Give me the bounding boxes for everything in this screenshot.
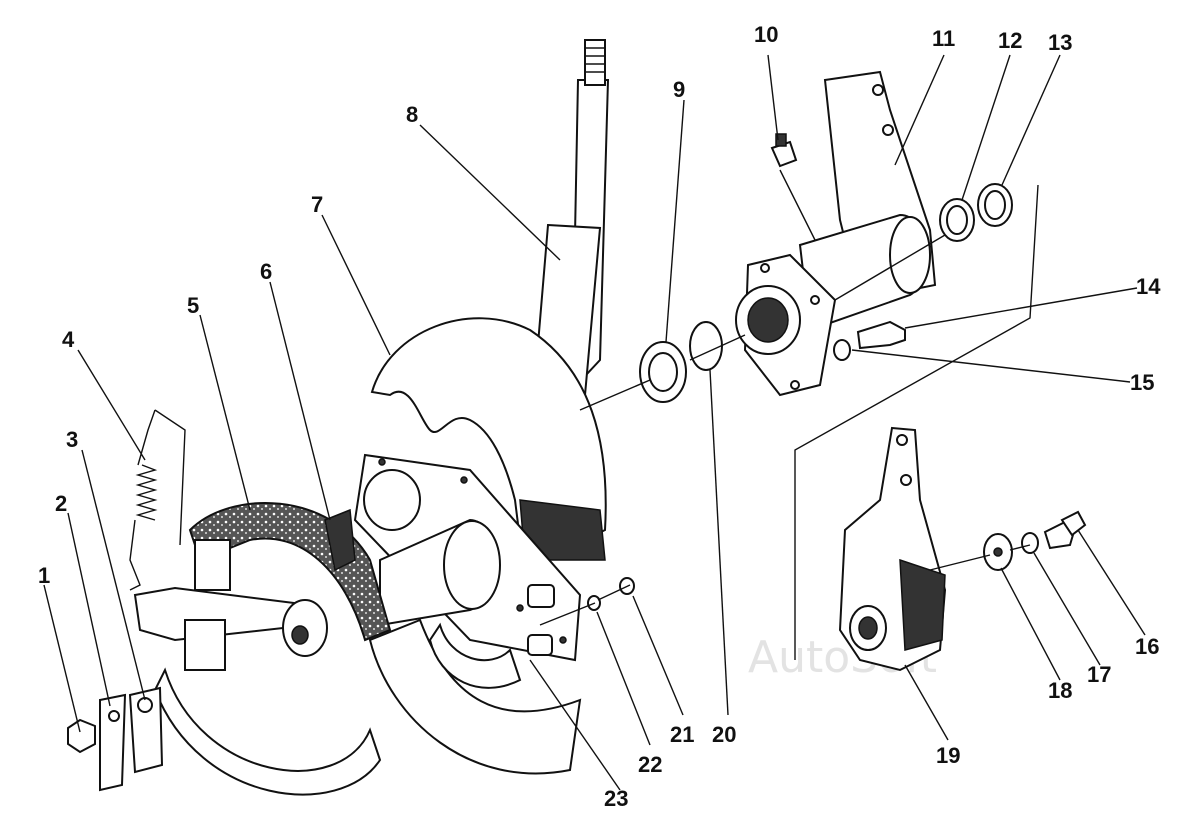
label-17: 17 [1087,662,1111,687]
part-14-bolt [856,320,906,350]
label-13: 13 [1048,30,1072,55]
label-4: 4 [62,327,75,352]
leader-lines [43,54,1146,791]
part-15-washer [833,339,851,361]
label-9: 9 [673,77,685,102]
part-2-plate [99,693,127,792]
label-16: 16 [1135,634,1159,659]
label-12: 12 [998,28,1022,53]
part-20-ring [689,321,723,371]
part-4-spring [129,409,186,591]
part-19-slack-adjuster [838,426,947,672]
part-11-bracket [735,70,937,397]
label-7: 7 [311,192,323,217]
label-8: 8 [406,102,418,127]
label-1: 1 [38,563,50,588]
label-19: 19 [936,743,960,768]
label-15: 15 [1130,370,1154,395]
part-1-nut [67,718,96,754]
part-6-backing-plate [353,453,582,662]
part-18-washer [983,533,1013,571]
part-13-washer [977,183,1013,227]
label-14: 14 [1136,274,1161,299]
label-18: 18 [1048,678,1072,703]
label-23: 23 [604,786,628,811]
label-10: 10 [754,22,778,47]
assembly-axis-lines [539,184,1039,660]
part-12-washer [939,198,975,242]
part-9-seal [639,341,687,403]
part-labels: 1 2 3 4 5 6 7 8 9 10 11 12 13 14 15 16 1… [38,22,1161,811]
label-11: 11 [932,26,955,51]
label-22: 22 [638,752,662,777]
part-23-lower-brake-shoe [153,618,582,796]
part-10-grease-nipple [770,133,798,168]
label-3: 3 [66,427,78,452]
label-20: 20 [712,722,736,747]
part-8-shaft [533,39,610,397]
label-6: 6 [260,259,272,284]
part-16-bolt [1043,510,1087,550]
part-camshaft [133,508,356,657]
part-17-washer [1021,532,1039,554]
label-5: 5 [187,293,199,318]
label-2: 2 [55,491,67,516]
part-3-link-plate [128,686,164,774]
label-21: 21 [670,722,694,747]
